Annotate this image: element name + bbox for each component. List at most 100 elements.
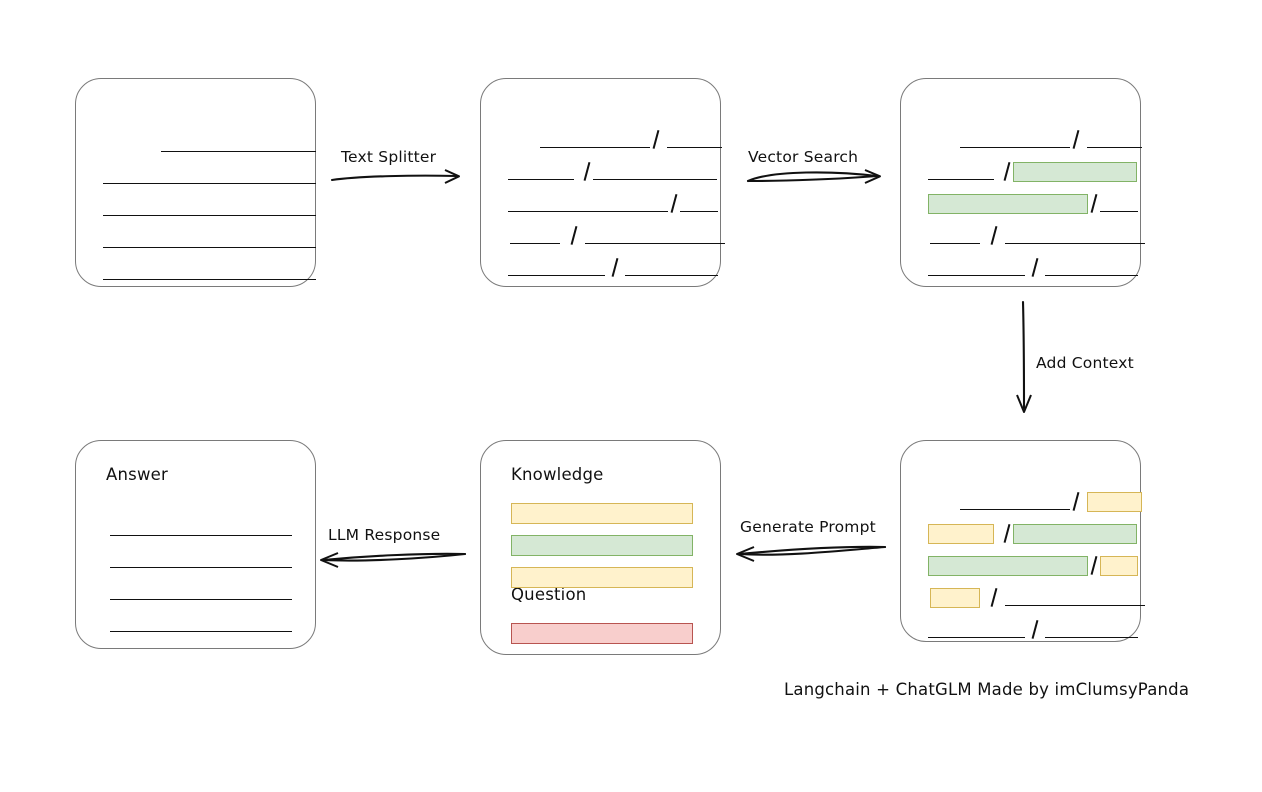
text-line-segment <box>625 275 718 276</box>
arrow-generate-prompt <box>736 545 887 562</box>
text-line-segment <box>161 151 316 152</box>
prompt-bars <box>481 441 720 654</box>
text-row <box>508 191 718 213</box>
text-line-segment <box>680 211 718 212</box>
slash-separator <box>988 226 1000 245</box>
question-bar-red <box>511 623 693 644</box>
highlight-chip-yellow <box>1100 556 1138 576</box>
text-line-segment <box>960 509 1070 510</box>
text-row <box>928 521 1137 544</box>
edge-label-generate-prompt: Generate Prompt <box>740 518 876 536</box>
text-line-segment <box>110 631 292 632</box>
slash-separator <box>1029 258 1041 277</box>
text-line-segment <box>593 179 717 180</box>
box-source-document[interactable] <box>75 78 316 287</box>
text-line-segment <box>930 243 980 244</box>
slash-separator <box>1088 194 1100 213</box>
edge-label-add-context: Add Context <box>1036 354 1134 372</box>
edge-label-llm-response: LLM Response <box>328 526 441 544</box>
text-line-segment <box>585 243 725 244</box>
text-row <box>508 223 725 245</box>
text-line-segment <box>103 183 316 184</box>
slash-separator <box>1001 162 1013 181</box>
arrow-llm-response <box>320 552 467 568</box>
arrow-vector-search <box>746 169 881 184</box>
edge-label-vector-search: Vector Search <box>748 148 859 166</box>
highlight-chip-green <box>928 556 1088 576</box>
arrow-add-context <box>1016 300 1032 413</box>
retrieved-chunks-content <box>901 79 1145 286</box>
text-row <box>508 159 717 181</box>
knowledge-bar-green <box>511 535 693 556</box>
prompt-knowledge-label: Knowledge <box>511 465 604 484</box>
text-line-segment <box>508 211 668 212</box>
highlight-chip-green <box>1013 162 1137 182</box>
context-chunks-content <box>901 441 1145 641</box>
text-row <box>508 255 718 277</box>
text-line-segment <box>1100 211 1138 212</box>
text-line-segment <box>1087 147 1142 148</box>
text-row <box>103 131 316 153</box>
text-line-segment <box>110 599 292 600</box>
text-row <box>110 547 292 569</box>
text-line-segment <box>928 275 1025 276</box>
highlight-chip-green <box>1013 524 1137 544</box>
text-row <box>928 585 1145 608</box>
slash-separator <box>650 130 662 149</box>
text-line-segment <box>110 567 292 568</box>
box-answer[interactable]: Answer <box>75 440 316 649</box>
text-row <box>928 489 1142 512</box>
text-line-segment <box>103 215 316 216</box>
box-prompt[interactable]: Knowledge Question <box>480 440 721 655</box>
arrow-text-splitter <box>330 169 460 184</box>
knowledge-bar-yellow <box>511 567 693 588</box>
slash-separator <box>568 226 580 245</box>
text-line-segment <box>1005 243 1145 244</box>
slash-separator <box>1088 556 1100 575</box>
answer-title: Answer <box>106 465 168 484</box>
text-row <box>928 223 1145 245</box>
text-line-segment <box>508 275 605 276</box>
box-retrieved-chunks[interactable] <box>900 78 1145 287</box>
text-row <box>110 611 292 633</box>
slash-separator <box>668 194 680 213</box>
text-line-segment <box>960 147 1070 148</box>
text-row <box>103 227 316 249</box>
highlight-chip-green <box>928 194 1088 214</box>
slash-separator <box>1001 524 1013 543</box>
knowledge-bar-yellow <box>511 503 693 524</box>
slash-separator <box>1070 130 1082 149</box>
box-context-chunks[interactable] <box>900 440 1145 642</box>
text-row <box>103 259 316 281</box>
text-row <box>103 195 316 217</box>
text-line-segment <box>1045 637 1138 638</box>
answer-content <box>76 441 315 648</box>
text-line-segment <box>540 147 650 148</box>
slash-separator <box>988 588 1000 607</box>
text-row <box>928 191 1138 214</box>
text-line-segment <box>928 637 1025 638</box>
slash-separator <box>1070 492 1082 511</box>
text-row <box>508 127 722 149</box>
text-line-segment <box>1045 275 1138 276</box>
text-line-segment <box>510 243 560 244</box>
slash-separator <box>581 162 593 181</box>
text-line-segment <box>110 535 292 536</box>
edge-label-text-splitter: Text Splitter <box>341 148 437 166</box>
slash-separator <box>609 258 621 277</box>
text-line-segment <box>1005 605 1145 606</box>
text-row <box>110 515 292 537</box>
text-line-segment <box>103 279 316 280</box>
text-line-segment <box>667 147 722 148</box>
text-line-segment <box>928 179 994 180</box>
text-row <box>103 163 316 185</box>
footer-credit: Langchain + ChatGLM Made by imClumsyPand… <box>784 680 1190 699</box>
highlight-chip-yellow <box>1087 492 1142 512</box>
text-row <box>928 159 1137 182</box>
box-split-chunks[interactable] <box>480 78 725 287</box>
text-row <box>110 579 292 601</box>
split-chunks-content <box>481 79 725 286</box>
slash-separator <box>1029 620 1041 639</box>
text-row <box>928 127 1142 149</box>
